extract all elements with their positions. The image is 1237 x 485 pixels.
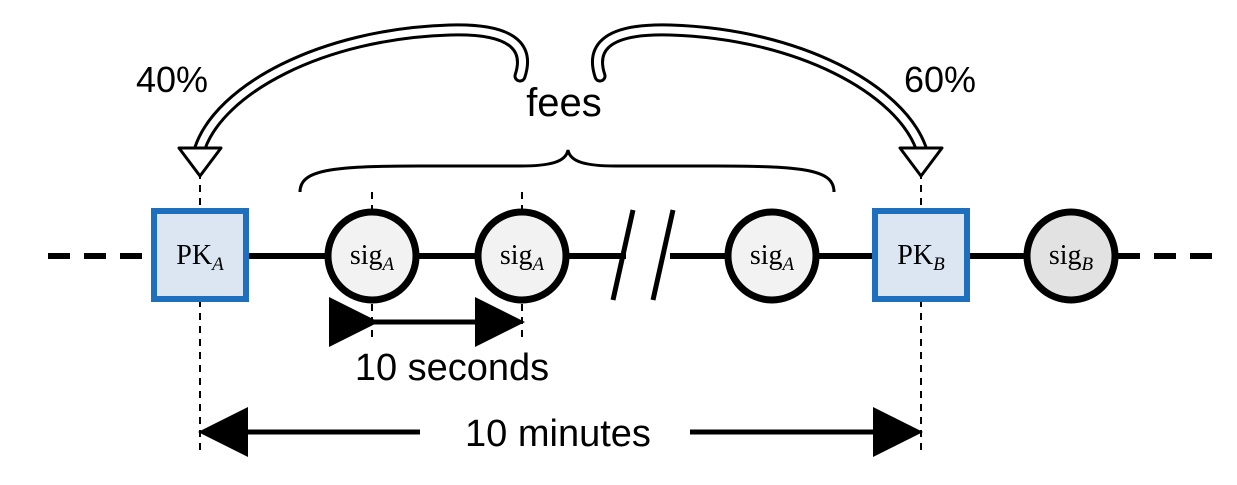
seconds-label: 10 seconds: [355, 347, 549, 389]
svg-text:sigB: sigB: [1049, 240, 1094, 275]
node-subscript: A: [531, 254, 545, 275]
percent-right-label: 60%: [904, 59, 976, 100]
node-main-label: PK: [176, 240, 212, 271]
fees-brace: [298, 149, 836, 193]
node-main-label: sig: [350, 240, 383, 271]
node-main-label: sig: [1049, 240, 1082, 271]
node-subscript: A: [210, 254, 224, 275]
svg-text:sigA: sigA: [750, 240, 795, 275]
svg-text:PKA: PKA: [176, 240, 224, 275]
node-subscript: B: [1082, 254, 1094, 275]
fees-label: fees: [526, 81, 602, 125]
svg-text:PKB: PKB: [897, 240, 945, 275]
sig-block-1: sigA: [324, 208, 420, 304]
svg-text:sigA: sigA: [500, 240, 545, 275]
percent-left-label: 40%: [136, 59, 208, 100]
node-main-label: PK: [897, 240, 933, 271]
node-subscript: A: [381, 254, 395, 275]
minutes-label: 10 minutes: [465, 413, 651, 455]
node-subscript: B: [933, 254, 945, 275]
node-main-label: sig: [500, 240, 533, 271]
sig-block-b: sigB: [1023, 208, 1119, 304]
key-block-a: PKA: [151, 208, 249, 302]
sig-block-3: sigA: [724, 208, 820, 304]
svg-text:sigA: sigA: [350, 240, 395, 275]
sig-block-2: sigA: [474, 208, 570, 304]
guide-lines: [199, 172, 922, 452]
node-main-label: sig: [750, 240, 783, 271]
fee-arrow-right: [591, 23, 944, 178]
key-block-b: PKB: [872, 208, 970, 302]
node-subscript: A: [781, 254, 795, 275]
fee-arrow-left: [177, 23, 529, 178]
